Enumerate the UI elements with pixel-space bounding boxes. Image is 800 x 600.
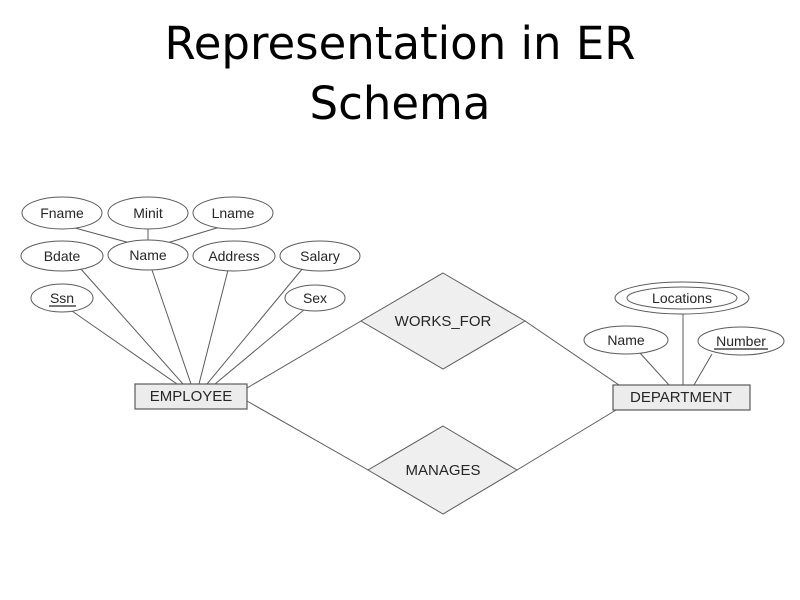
slide-title-line-2: Schema <box>309 77 491 130</box>
attribute-oval-minit <box>107 196 189 230</box>
composite-attribute-connectors <box>74 226 221 244</box>
attribute-oval-number <box>697 326 785 356</box>
department-box <box>612 384 751 411</box>
attribute-label-name: Name <box>129 247 167 263</box>
slide-title-line-1: Representation in ER <box>164 17 636 70</box>
attribute-label-number: Number <box>716 333 766 349</box>
attribute-oval-name <box>107 239 189 271</box>
manages-diamond <box>367 425 518 515</box>
attribute-oval-bdate <box>20 240 104 272</box>
connector-bdate-employee <box>79 267 184 385</box>
attribute-label-ssn: Ssn <box>50 290 74 306</box>
connector-ssn-employee <box>71 310 178 385</box>
department-attribute-connectors <box>639 314 713 386</box>
connector-employee-manages <box>246 400 369 471</box>
relationship-manages: MANAGES <box>367 425 518 515</box>
employee-attributes: Fname Minit Lname Bdate Name Address Sal… <box>20 196 361 313</box>
attribute-label-minit: Minit <box>133 205 163 221</box>
slide-title: Representation in ER Schema <box>0 14 800 134</box>
works-for-diamond <box>360 272 526 370</box>
connector-fname-name <box>74 227 131 244</box>
connector-salary-employee <box>206 267 304 385</box>
department-attributes: Locations Name Number <box>583 281 785 356</box>
attribute-oval-address <box>192 240 276 272</box>
attribute-oval-locations-inner <box>626 286 738 310</box>
attribute-oval-fname <box>21 196 103 230</box>
attribute-label-salary: Salary <box>300 248 340 264</box>
attribute-label-fname: Fname <box>40 205 84 221</box>
connector-name-employee <box>151 269 192 385</box>
connector-works-for-department <box>524 320 620 386</box>
connector-lname-name <box>166 226 221 244</box>
connector-name-department <box>639 352 670 386</box>
attribute-label-address: Address <box>208 248 259 264</box>
department-label: DEPARTMENT <box>630 389 732 406</box>
attribute-oval-sex <box>284 284 346 312</box>
relationship-connectors <box>246 320 620 471</box>
attribute-oval-lname <box>192 196 274 230</box>
works-for-label: WORKS_FOR <box>395 313 492 330</box>
attribute-label-dept-name: Name <box>607 332 645 348</box>
attribute-oval-salary <box>279 240 361 272</box>
entity-employee: EMPLOYEE <box>134 383 248 410</box>
attribute-label-sex: Sex <box>303 290 327 306</box>
attribute-label-locations: Locations <box>652 290 712 306</box>
connector-employee-works-for <box>246 320 362 389</box>
attribute-oval-dept-name <box>583 325 669 355</box>
manages-label: MANAGES <box>405 462 480 479</box>
attribute-oval-ssn <box>30 283 94 313</box>
connector-sex-employee <box>214 308 306 385</box>
attribute-label-bdate: Bdate <box>44 248 81 264</box>
employee-box <box>134 383 248 410</box>
attribute-label-lname: Lname <box>212 205 255 221</box>
employee-attribute-connectors <box>71 267 306 385</box>
employee-label: EMPLOYEE <box>150 388 233 405</box>
connector-number-department <box>693 353 713 386</box>
connector-address-employee <box>198 269 229 385</box>
entity-department: DEPARTMENT <box>612 384 751 411</box>
connector-manages-department <box>516 409 617 471</box>
relationship-works-for: WORKS_FOR <box>360 272 526 370</box>
